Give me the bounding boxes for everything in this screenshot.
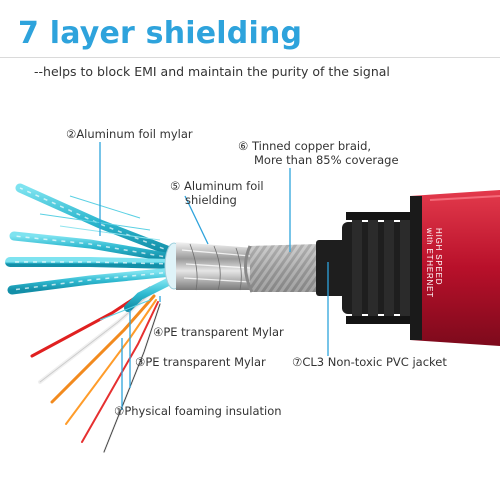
connector-print: HIGH SPEED with ETHERNET: [425, 228, 443, 298]
label-text: CL3 Non-toxic PVC jacket: [302, 355, 447, 369]
label-number-3: ③: [135, 355, 146, 369]
label-number-7: ⑦: [292, 355, 303, 369]
connector-print-line1: HIGH SPEED: [434, 228, 443, 286]
label-text: PE transparent Mylar: [163, 325, 284, 339]
label-pe-transparent-mylar-3: ③PE transparent Mylar: [135, 355, 266, 369]
label-pvc-jacket: ⑦CL3 Non-toxic PVC jacket: [292, 355, 447, 369]
page-subtitle: --helps to block EMI and maintain the pu…: [34, 64, 390, 79]
label-number-1: ①: [114, 404, 125, 418]
label-pe-transparent-mylar-4: ④PE transparent Mylar: [153, 325, 284, 339]
leader-lines: [99, 142, 329, 410]
label-text: Tinned copper braid,: [251, 139, 372, 153]
label-number-5: ⑤: [170, 179, 181, 193]
label-aluminum-foil-mylar: ②Aluminum foil mylar: [66, 127, 193, 141]
shielded-pairs: [5, 183, 177, 321]
label-number-2: ②: [66, 127, 77, 141]
page-title: 7 layer shielding: [18, 16, 303, 51]
label-text-line2: More than 85% coverage: [254, 153, 399, 167]
label-number-6: ⑥: [238, 139, 249, 153]
connector-housing: [410, 190, 500, 346]
label-text: PE transparent Mylar: [145, 355, 266, 369]
label-text-line2: shielding: [185, 193, 237, 207]
strain-relief: [342, 214, 416, 322]
pvc-jacket: [316, 240, 346, 296]
label-text: Aluminum foil mylar: [76, 127, 193, 141]
label-number-4: ④: [153, 325, 164, 339]
label-aluminum-foil-shielding: ⑤ Aluminum foil shielding: [170, 179, 264, 207]
label-text: Aluminum foil: [183, 179, 264, 193]
label-tinned-copper-braid: ⑥ Tinned copper braid, More than 85% cov…: [238, 139, 399, 167]
title-divider: [0, 57, 500, 58]
connector-print-line2: with ETHERNET: [425, 228, 434, 298]
label-text: Physical foaming insulation: [124, 404, 282, 418]
label-physical-foaming-insulation: ①Physical foaming insulation: [114, 404, 282, 418]
inner-wires: [30, 286, 161, 453]
